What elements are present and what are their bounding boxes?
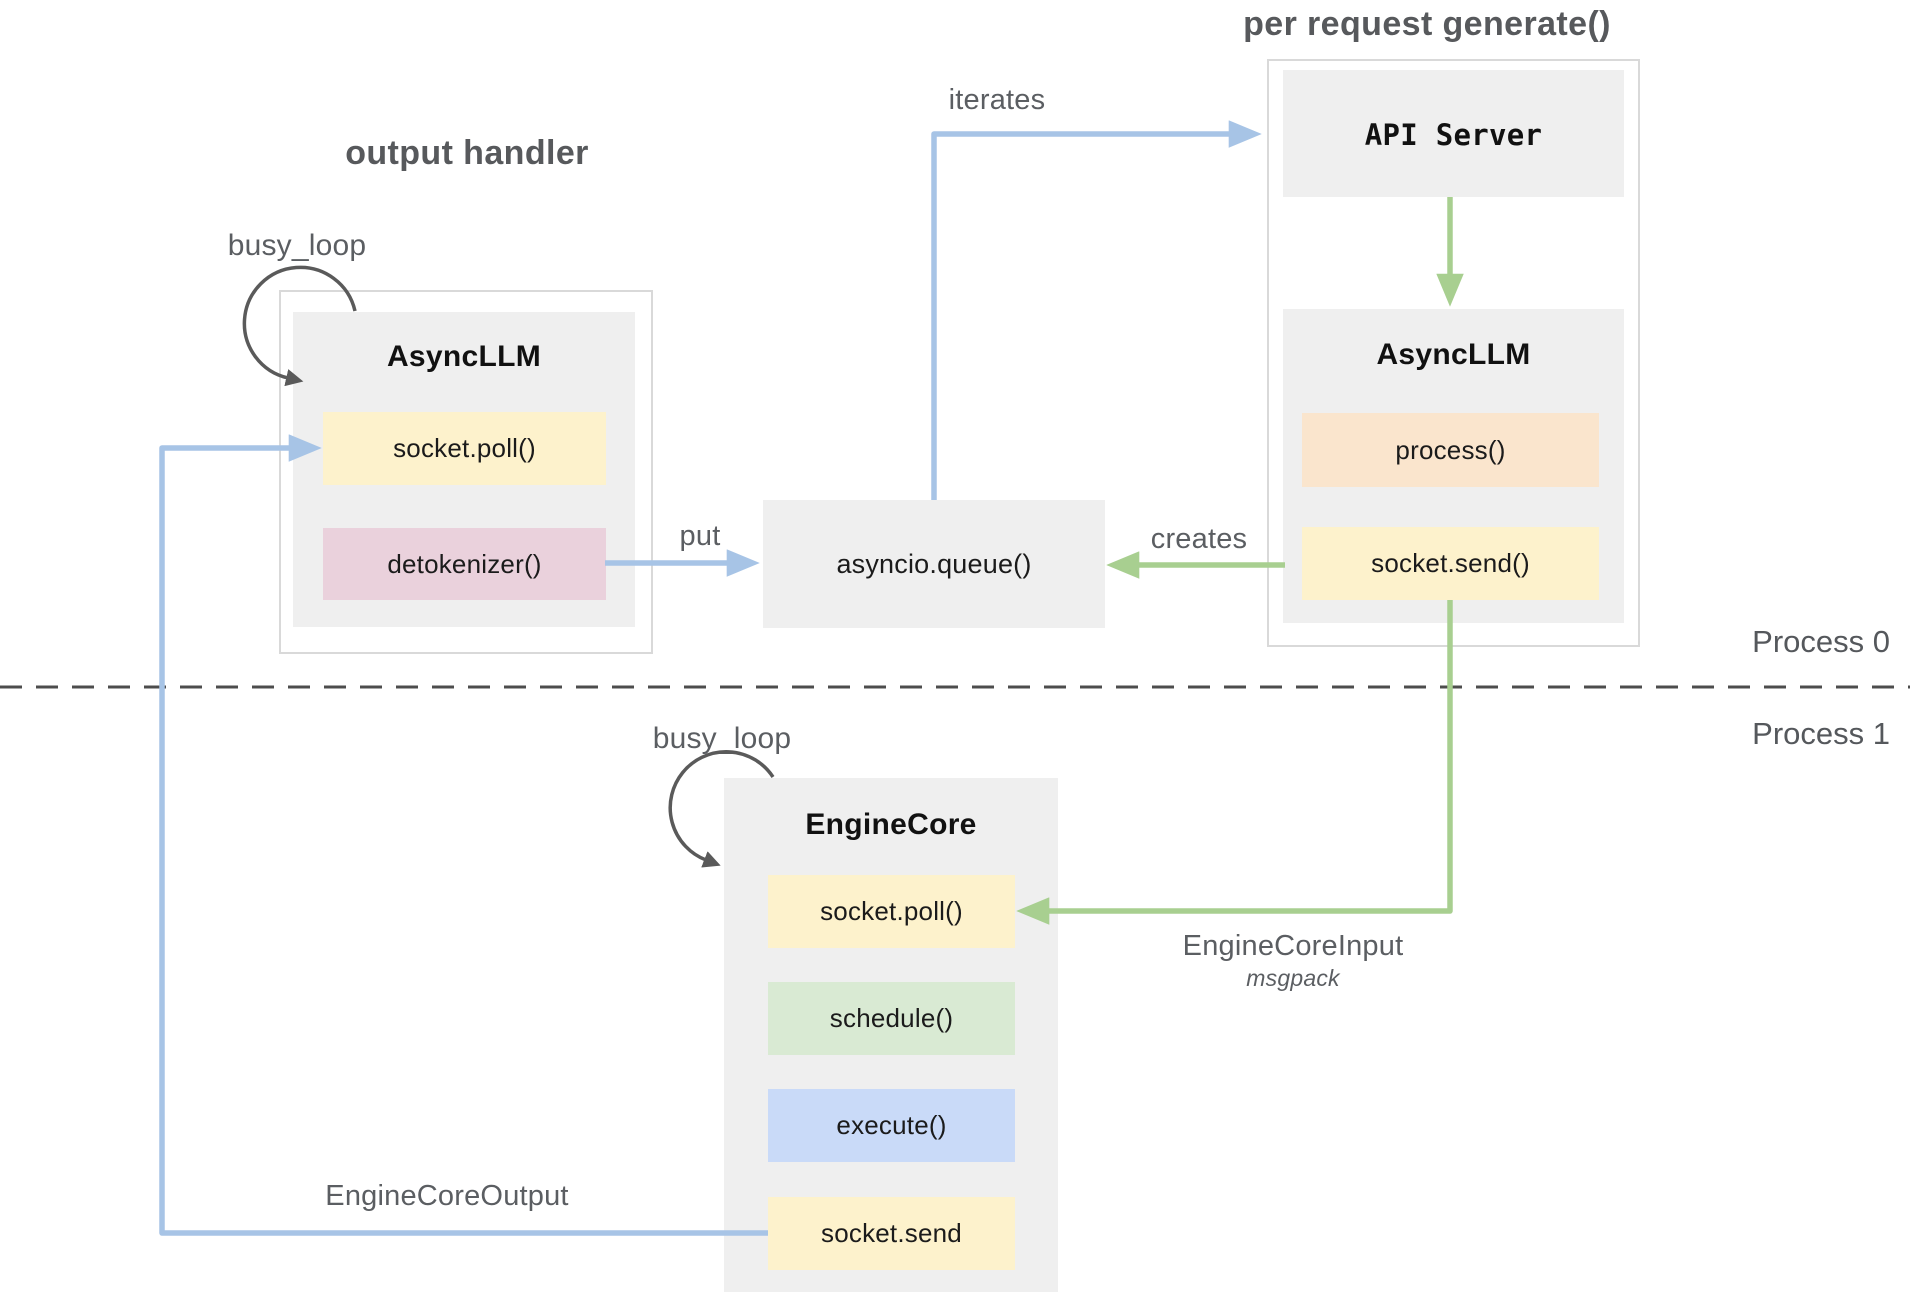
async-llm-left-socket-poll: socket.poll(): [323, 412, 606, 485]
api-server-title: API Server: [1364, 118, 1543, 152]
async-llm-left-detokenizer: detokenizer(): [323, 528, 606, 600]
api-server-box: API Server: [1283, 70, 1624, 197]
engine-core-socket-send: socket.send: [768, 1197, 1015, 1270]
creates-label: creates: [1150, 523, 1248, 555]
msgpack-label: msgpack: [1246, 965, 1340, 991]
async-llm-right-socket-send: socket.send(): [1302, 527, 1599, 600]
process-1-label: Process 1: [1752, 716, 1890, 751]
async-llm-right-title: AsyncLLM: [1376, 338, 1531, 371]
asyncio-queue-box: asyncio.queue(): [763, 500, 1105, 628]
engine-core-input-text: EngineCoreInput: [1182, 930, 1404, 962]
engine-core-input-label: EngineCoreInput msgpack: [1158, 930, 1428, 992]
engine-core-title: EngineCore: [805, 808, 977, 841]
busy-loop-label-left: busy_loop: [227, 229, 367, 262]
async-llm-right-process: process(): [1302, 413, 1599, 487]
per-request-generate-title: per request generate(): [1243, 5, 1611, 43]
process-0-label: Process 0: [1752, 624, 1890, 659]
engine-core-execute: execute(): [768, 1089, 1015, 1162]
engine-core-output-label: EngineCoreOutput: [325, 1180, 569, 1212]
asyncio-queue-label: asyncio.queue(): [836, 548, 1032, 579]
async-llm-left-title: AsyncLLM: [386, 340, 542, 373]
put-label: put: [679, 520, 721, 552]
iterates-label: iterates: [948, 84, 1046, 116]
output-handler-title: output handler: [345, 134, 589, 172]
engine-core-socket-poll: socket.poll(): [768, 875, 1015, 948]
busy-loop-label-engine: busy_loop: [652, 722, 792, 755]
iterates-arrow: [931, 120, 1262, 500]
engine-core-schedule: schedule(): [768, 982, 1015, 1055]
